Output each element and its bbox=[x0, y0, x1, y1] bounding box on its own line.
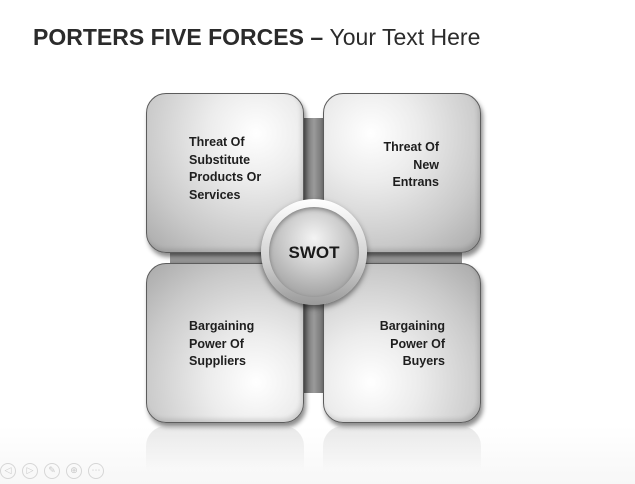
label-suppliers: Bargaining Power Of Suppliers bbox=[189, 318, 254, 371]
slideshow-controls: ◁ ▷ ✎ ⊕ ⋯ bbox=[0, 463, 104, 481]
label-new-entrants: Threat Of New Entrans bbox=[383, 139, 439, 192]
label-substitutes: Threat Of Substitute Products Or Service… bbox=[189, 134, 261, 204]
tile-reflection-right bbox=[323, 426, 481, 471]
label-line: Threat Of bbox=[189, 135, 245, 149]
label-line: Power Of bbox=[390, 336, 445, 351]
more-icon[interactable]: ⋯ bbox=[88, 463, 104, 479]
label-line: Products Or bbox=[189, 170, 262, 184]
label-line: Power Of bbox=[189, 336, 244, 351]
label-line: Suppliers bbox=[189, 354, 246, 368]
title-subtitle: Your Text Here bbox=[329, 24, 481, 50]
label-line: Substitute bbox=[189, 152, 251, 167]
label-line: Entrans bbox=[392, 175, 439, 189]
pen-icon[interactable]: ✎ bbox=[44, 463, 60, 479]
swot-hub: SWOT bbox=[261, 199, 367, 305]
swot-label: SWOT bbox=[288, 243, 340, 262]
slide-title: PORTERS FIVE FORCES – Your Text Here bbox=[33, 22, 480, 52]
zoom-icon[interactable]: ⊕ bbox=[66, 463, 82, 479]
tile-reflection-left bbox=[146, 426, 304, 471]
swot-hub-inner: SWOT bbox=[269, 207, 359, 297]
label-buyers: Bargaining Power Of Buyers bbox=[380, 318, 445, 371]
label-line: Bargaining bbox=[379, 319, 445, 333]
label-line: New bbox=[413, 157, 439, 172]
title-separator: – bbox=[303, 24, 330, 50]
prev-icon[interactable]: ◁ bbox=[0, 463, 16, 479]
label-line: Bargaining bbox=[189, 319, 255, 333]
next-icon[interactable]: ▷ bbox=[22, 463, 38, 479]
label-line: Buyers bbox=[402, 354, 445, 368]
label-line: Services bbox=[189, 187, 241, 202]
title-bold: PORTERS FIVE FORCES bbox=[33, 24, 304, 50]
label-line: Threat Of bbox=[383, 140, 439, 154]
